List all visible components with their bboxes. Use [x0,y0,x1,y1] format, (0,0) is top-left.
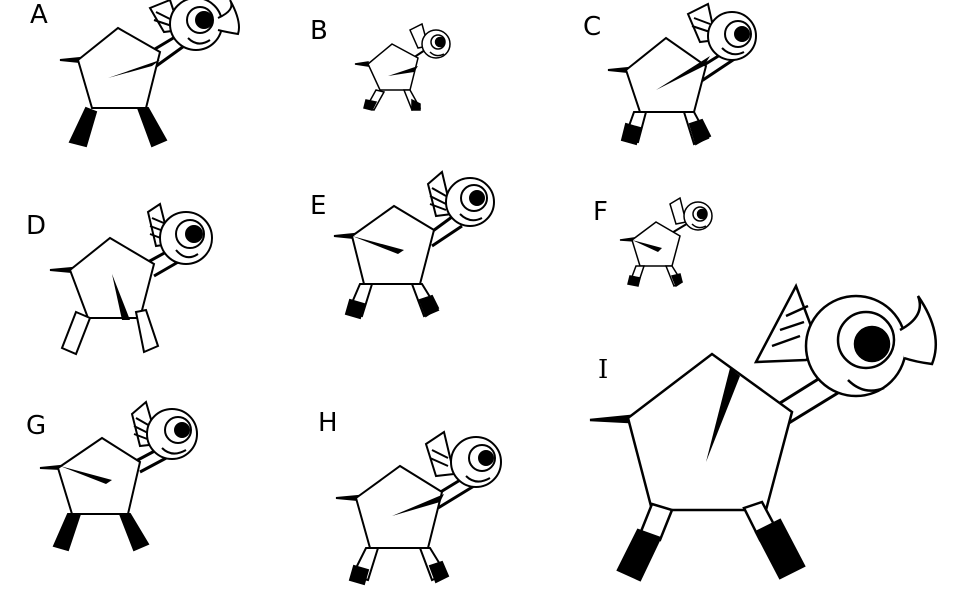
body [76,26,162,109]
label-i: I [598,355,609,385]
horn [217,0,240,36]
label-c: C [583,12,602,42]
mouth [187,37,211,45]
label-g: G [26,411,47,441]
stripe [108,60,160,78]
leg-back [136,107,168,148]
creature-a-group [59,0,240,148]
label-a: A [30,0,48,30]
label-d: D [26,211,47,241]
leg-front [68,106,98,148]
label-f: F [593,197,608,227]
fin-line [155,11,173,21]
pupil [195,11,213,29]
label-h: H [318,408,338,438]
label-b: B [310,16,328,46]
fin-line [153,19,173,27]
label-e: E [310,191,327,221]
